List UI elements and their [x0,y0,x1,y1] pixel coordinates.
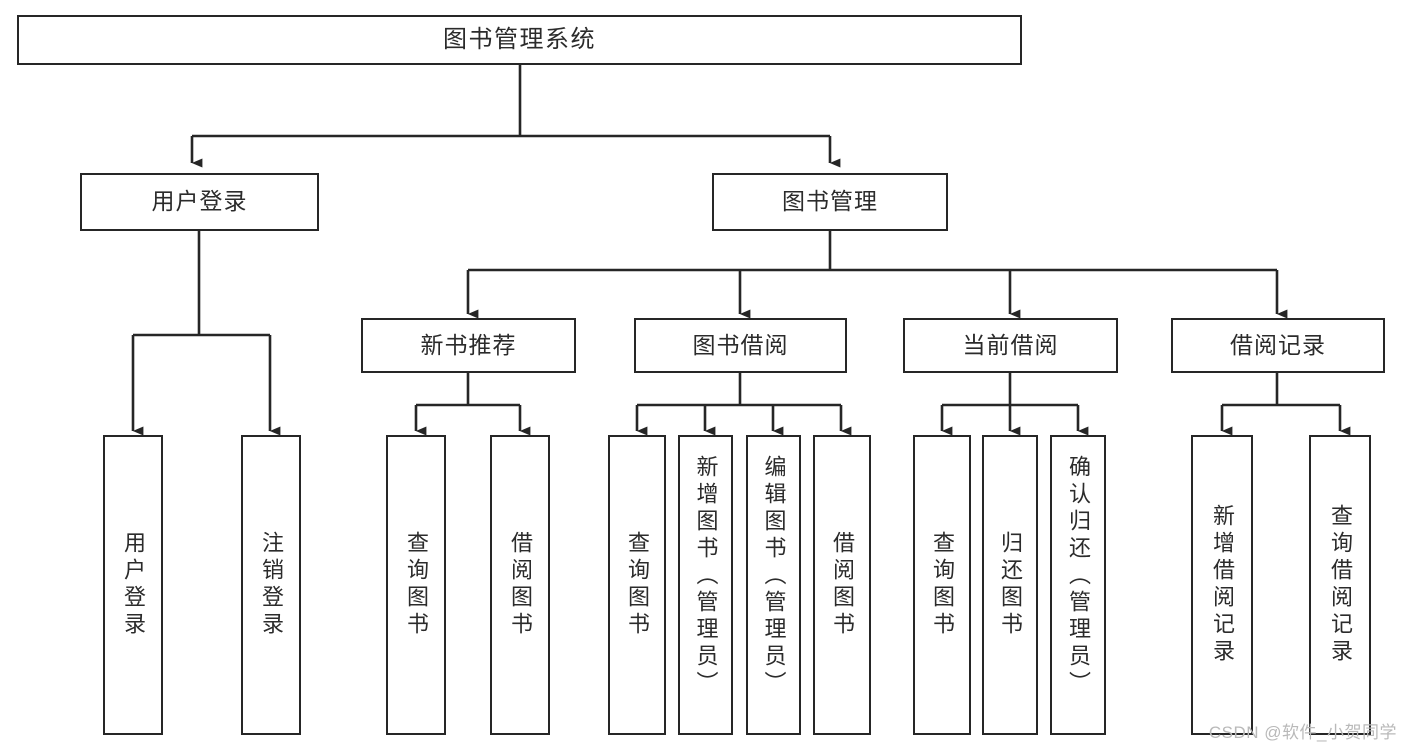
node-label: 编辑图书（管理员） [761,455,787,698]
leaf-borrow-query-book[interactable]: 查询图书 [608,435,666,735]
leaf-current-confirm-return-admin[interactable]: 确认归还（管理员） [1050,435,1106,735]
node-label: 确认归还（管理员） [1066,455,1091,698]
node-label: 当前借阅 [962,331,1059,358]
node-borrow-record[interactable]: 借阅记录 [1171,318,1385,373]
node-label: 用户登录 [121,531,146,639]
node-book-management[interactable]: 图书管理 [712,173,948,231]
node-label: 借阅图书 [830,531,855,639]
node-new-book-recommend[interactable]: 新书推荐 [361,318,576,373]
leaf-user-login-logout[interactable]: 注销登录 [241,435,301,735]
node-root-book-management-system[interactable]: 图书管理系统 [17,15,1022,65]
leaf-current-return-book[interactable]: 归还图书 [982,435,1038,735]
node-label: 借阅记录 [1230,331,1326,358]
leaf-record-query-borrow-record[interactable]: 查询借阅记录 [1309,435,1371,735]
leaf-new-book-query-book[interactable]: 查询图书 [386,435,446,735]
node-user-login[interactable]: 用户登录 [80,173,319,231]
node-label: 查询图书 [625,531,650,639]
node-label: 查询图书 [930,531,955,639]
leaf-current-query-book[interactable]: 查询图书 [913,435,971,735]
node-label: 查询图书 [404,531,429,639]
node-label: 新增借阅记录 [1210,504,1235,666]
node-label: 图书管理系统 [443,25,596,53]
node-label: 查询借阅记录 [1328,504,1353,666]
node-label: 图书借阅 [692,331,789,358]
leaf-borrow-edit-book-admin[interactable]: 编辑图书（管理员） [746,435,801,735]
node-label: 图书管理 [782,188,878,215]
node-label: 注销登录 [259,531,284,639]
node-current-borrow[interactable]: 当前借阅 [903,318,1118,373]
leaf-borrow-borrow-book[interactable]: 借阅图书 [813,435,871,735]
leaf-new-book-borrow-book[interactable]: 借阅图书 [490,435,550,735]
watermark: CSDN @软件_小贺同学 [1208,723,1397,742]
node-label: 归还图书 [998,531,1023,639]
node-label: 新增图书（管理员） [693,455,719,698]
node-label: 借阅图书 [508,531,533,639]
leaf-user-login-login[interactable]: 用户登录 [103,435,163,735]
node-label: 用户登录 [151,188,248,215]
node-label: 新书推荐 [420,331,517,358]
leaf-record-add-borrow-record[interactable]: 新增借阅记录 [1191,435,1253,735]
leaf-borrow-add-book-admin[interactable]: 新增图书（管理员） [678,435,733,735]
node-book-borrow[interactable]: 图书借阅 [634,318,847,373]
